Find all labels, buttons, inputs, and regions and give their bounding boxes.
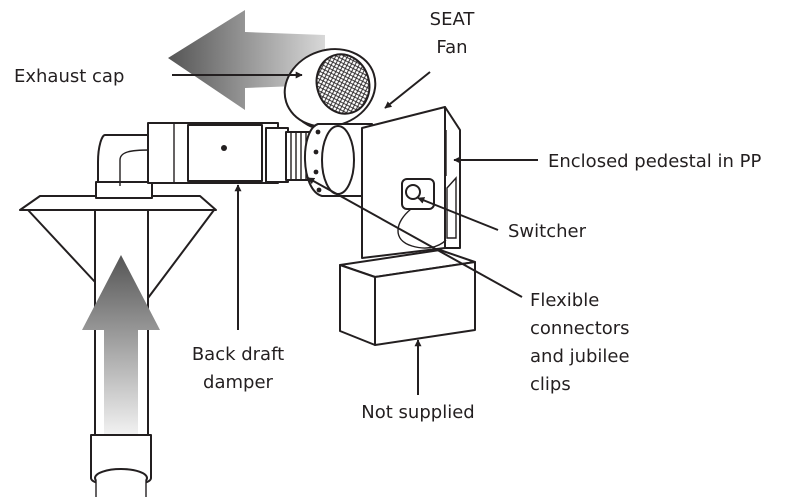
label-flexible-line1: Flexible <box>530 290 599 311</box>
leader-switcher <box>417 197 499 231</box>
label-enclosed-pedestal: Enclosed pedestal in PP <box>548 151 761 172</box>
seat-fan <box>283 48 377 197</box>
arrow-up-icon <box>82 255 160 450</box>
extraction-hood <box>19 195 217 299</box>
horizontal-duct <box>147 122 279 184</box>
label-switcher: Switcher <box>508 221 587 242</box>
duct-elbow <box>95 134 153 199</box>
exhaust-cap-mesh <box>315 53 371 115</box>
leader-flexible-connectors <box>307 177 523 298</box>
labels: Exhaust cap SEAT Fan Enclosed pedestal i… <box>14 9 761 423</box>
label-not-supplied: Not supplied <box>361 402 474 423</box>
leader-lines <box>172 71 538 395</box>
damper-pivot <box>221 145 227 151</box>
label-flexible-line4: clips <box>530 374 571 395</box>
label-seat-fan-line2: Fan <box>436 37 467 58</box>
label-back-draft-line2: damper <box>203 372 273 393</box>
flexible-connector <box>265 127 311 183</box>
label-back-draft-line1: Back draft <box>192 344 284 365</box>
not-supplied-base <box>339 249 476 346</box>
label-exhaust-cap: Exhaust cap <box>14 66 124 87</box>
label-flexible-line2: connectors <box>530 318 630 339</box>
inlet-duct <box>82 209 160 497</box>
label-flexible-line3: and jubilee <box>530 346 630 367</box>
leader-seat-fan <box>384 71 431 109</box>
label-seat-fan-line1: SEAT <box>430 9 476 30</box>
